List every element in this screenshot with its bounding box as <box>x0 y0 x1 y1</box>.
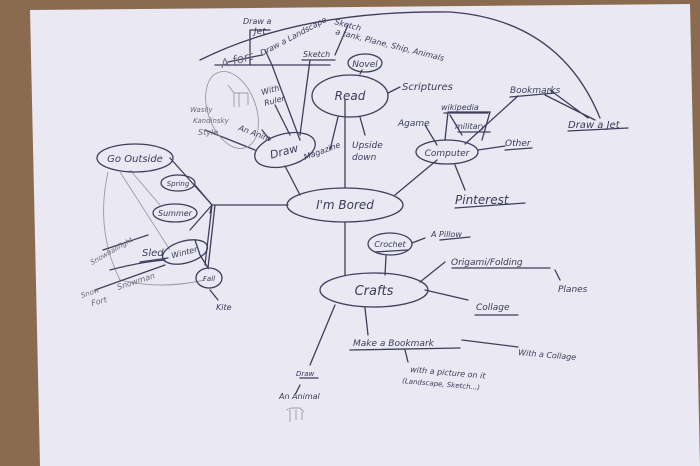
node-planes: Planes <box>558 285 588 295</box>
node-summer: Summer <box>158 209 193 218</box>
node-military: military <box>455 122 486 131</box>
node-craft-an-animal: An Animal <box>278 392 321 401</box>
node-origami: Origami/Folding <box>451 258 523 268</box>
node-fall: Fall <box>203 275 215 283</box>
node-draw-a-jet-2: Jet <box>252 27 266 37</box>
node-scriptures: Scriptures <box>402 82 453 93</box>
node-bookmarks: Bookmarks <box>510 86 561 96</box>
node-spring: Spring <box>167 180 190 188</box>
node-pinterest: Pinterest <box>455 193 510 207</box>
node-sled: Sled <box>142 248 164 259</box>
node-bubbles <box>96 53 479 308</box>
node-crafts: Crafts <box>355 284 394 299</box>
node-craft-draw: Draw <box>296 370 315 378</box>
node-upside-down-1: Upside <box>352 141 383 151</box>
node-make-a-bookmark: Make a Bookmark <box>353 339 435 349</box>
node-crochet: Crochet <box>374 240 406 249</box>
node-kandinsky-1: Wasily <box>190 106 213 114</box>
center-node-im-bored: I'm Bored <box>316 198 374 212</box>
node-a-pillow: A Pillow <box>430 230 462 239</box>
node-other: Other <box>505 139 532 149</box>
connectors <box>94 11 629 394</box>
paper-sheet <box>30 4 700 466</box>
node-wikipedia: wikipedia <box>441 103 479 112</box>
node-kandinsky-3: Style <box>198 128 218 137</box>
node-draw-a-jet-1: Draw a <box>243 17 271 26</box>
node-upside-down-2: down <box>352 153 377 163</box>
node-snow-fort-2: Fort <box>90 295 109 308</box>
node-agame: Agame <box>397 119 430 129</box>
node-read: Read <box>335 89 366 103</box>
node-sketch: Sketch <box>303 50 330 59</box>
node-draw-a-jet: Draw a Jet <box>568 120 621 131</box>
animal-sketch-icon <box>285 407 305 422</box>
node-go-outside: Go Outside <box>107 154 163 165</box>
node-collage: Collage <box>476 303 510 313</box>
node-kandinsky-2: Kandinsky <box>193 117 230 125</box>
node-computer: Computer <box>425 149 471 159</box>
donkey-sketch-icon <box>227 84 249 107</box>
node-kite: Kite <box>216 303 232 312</box>
node-novel: Novel <box>352 60 378 70</box>
